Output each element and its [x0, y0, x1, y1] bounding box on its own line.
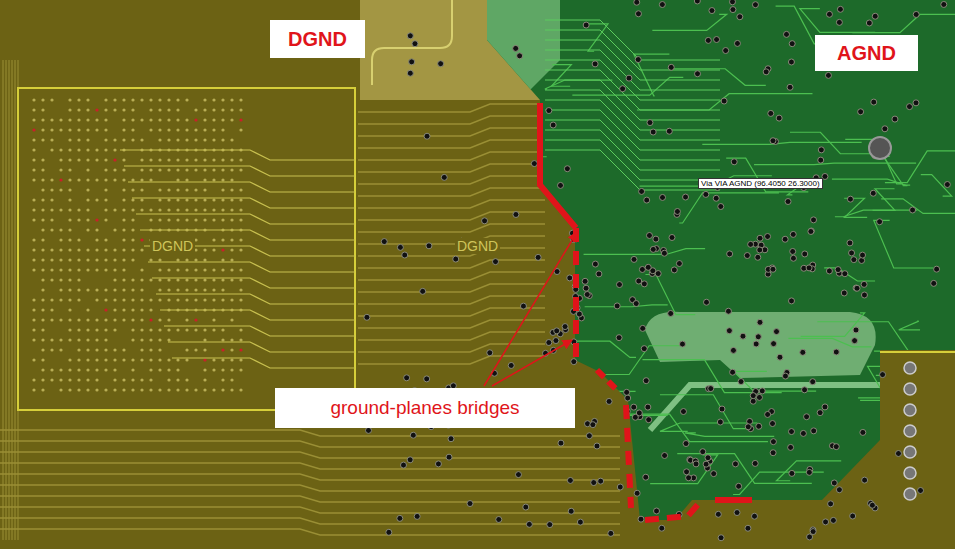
via-field — [364, 0, 950, 541]
via-info: Via VIA AGND (96.4050 26.3000) — [698, 178, 823, 189]
label-text: ground-planes bridges — [330, 397, 519, 419]
net-name: DGND — [150, 238, 195, 254]
component-outline — [18, 88, 355, 410]
ground-bridge — [540, 103, 752, 520]
trace — [120, 150, 355, 368]
agnd-plane — [487, 0, 955, 520]
net-name: DGND — [455, 238, 500, 254]
label-box: DGND — [270, 20, 365, 58]
trace — [372, 0, 452, 85]
connector-pads — [904, 362, 916, 500]
label-box: ground-planes bridges — [275, 388, 575, 428]
component-outline — [880, 351, 955, 353]
mounting-hole — [869, 137, 891, 159]
label-box: AGND — [815, 35, 918, 71]
leader-line — [484, 232, 577, 386]
trace-bus — [0, 60, 620, 540]
label-text: AGND — [837, 42, 896, 65]
label-text: DGND — [288, 28, 347, 51]
ball-grid — [32, 98, 242, 391]
analog-traces — [470, 0, 955, 532]
